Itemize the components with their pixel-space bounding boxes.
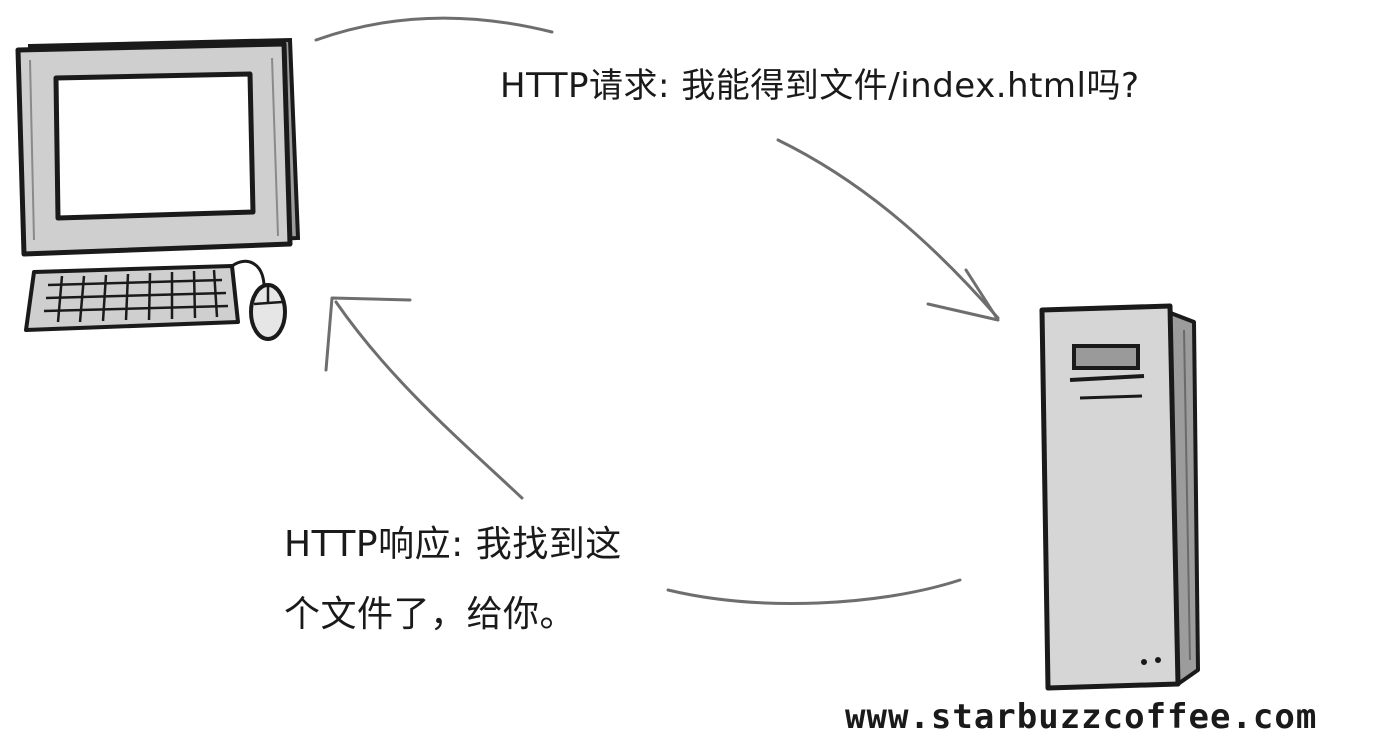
- request-arrow: [314, 16, 1000, 322]
- http-response-line-2: 个文件了，给你。: [284, 594, 577, 635]
- response-arrow: [324, 296, 962, 605]
- server-icon: [1039, 303, 1200, 691]
- http-request-label: HTTP请求: 我能得到文件/index.html吗?: [500, 66, 1140, 106]
- drive-bay: [1072, 344, 1140, 370]
- http-response-label: HTTP响应: 我找到这 个文件了，给你。: [284, 510, 622, 650]
- client-computer: [15, 37, 301, 341]
- power-indicator: [1141, 659, 1147, 665]
- keyboard-icon: [24, 264, 240, 332]
- http-response-line-1: HTTP响应: 我找到这: [284, 524, 622, 565]
- server-url-label: www.starbuzzcoffee.com: [845, 697, 1318, 737]
- server-tower: [1039, 303, 1200, 691]
- mouse-icon: [231, 260, 287, 341]
- request-arrowhead: [926, 268, 1000, 322]
- monitor-screen: [53, 71, 256, 221]
- monitor-icon: [15, 37, 301, 257]
- response-arrowhead: [324, 296, 412, 372]
